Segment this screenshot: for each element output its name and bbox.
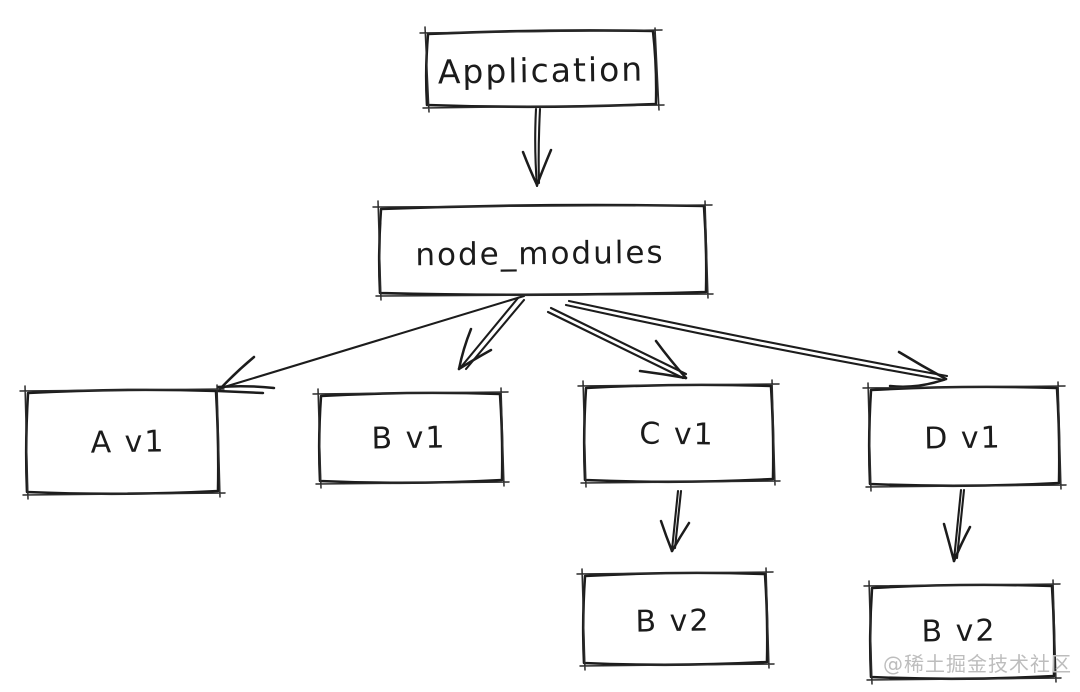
edge-node-modules-to-b-v1 — [457, 296, 526, 371]
node-b-v1: B v1 — [312, 387, 510, 489]
node-b-v2-right: B v2 — [863, 579, 1062, 685]
node-c-v1: C v1 — [577, 379, 781, 488]
node-b-v1-label: B v1 — [371, 421, 446, 457]
box-outline — [377, 203, 708, 297]
node-b-v2-left-label: B v2 — [635, 603, 711, 639]
box-outline-sketch — [312, 387, 510, 489]
node-node-modules-label: node_modules — [415, 235, 665, 274]
box-outline-sketch — [419, 26, 665, 113]
box-outline-sketch — [576, 567, 775, 671]
node-node-modules: node_modules — [372, 200, 714, 301]
watermark: @稀土掘金技术社区 — [883, 652, 1072, 676]
edge-c-v1-to-b-v2 — [659, 489, 691, 553]
node-application: Application — [419, 26, 665, 113]
edge-application-to-node-modules — [521, 107, 553, 188]
node-d-v1-label: D v1 — [924, 420, 1002, 456]
node-c-v1-label: C v1 — [639, 417, 715, 453]
box-outline-sketch — [577, 379, 781, 488]
node-application-label: Application — [438, 50, 645, 92]
box-outline-sketch — [372, 200, 714, 301]
node-b-v2-left: B v2 — [576, 567, 775, 671]
node-a-v1-label: A v1 — [90, 424, 166, 460]
edge-node-modules-to-a-v1 — [216, 294, 526, 395]
edge-d-v1-to-b-v2 — [942, 488, 972, 563]
node-b-v2-right-label: B v2 — [921, 614, 996, 650]
edge-node-modules-to-d-v1 — [564, 299, 949, 388]
box-outline-sketch — [862, 381, 1067, 492]
node-d-v1: D v1 — [862, 381, 1067, 492]
box-outline-sketch — [19, 384, 226, 500]
box-outline-sketch — [863, 579, 1062, 685]
node-a-v1: A v1 — [19, 384, 226, 500]
edge-node-modules-to-c-v1 — [546, 306, 688, 380]
